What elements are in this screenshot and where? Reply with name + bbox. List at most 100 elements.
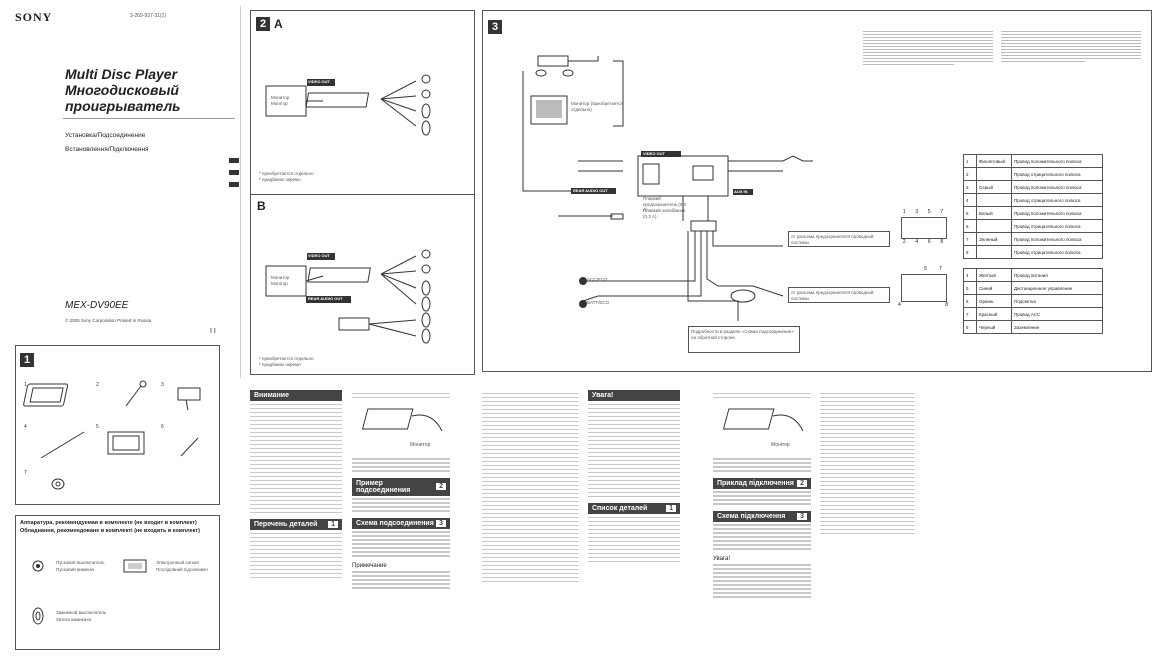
callout-box: Подробности в разделе «Схема подсоединен… — [688, 326, 800, 353]
removal-illustration-ua: Монітор — [722, 408, 804, 448]
wire-table-1-cell: 1 — [963, 154, 977, 168]
lang-marker-2 — [229, 170, 239, 175]
pin-number: 6 — [927, 239, 931, 245]
wire-table-1-cell: Провод положительного полюса — [1011, 232, 1103, 246]
wire-table-1-cell: Провод отрицательного полюса — [1011, 245, 1103, 259]
wire-table-2-cell: Заземление — [1011, 320, 1103, 334]
wire-table-1-cell: Провод отрицательного полюса — [1011, 193, 1103, 207]
diag2a-monitor-ru: Монитор — [271, 95, 290, 100]
pin-number: 4 — [915, 239, 919, 245]
section-2-label-a: A — [274, 17, 283, 31]
model-number: MEX-DV90EE — [65, 300, 129, 311]
section-2-tag: 2 — [256, 17, 270, 31]
note-ua-heading: Увага! — [713, 555, 730, 562]
wire-table-1-cell: Серый — [976, 180, 1012, 194]
diag2a-note-1: * приобретается отдельно — [259, 171, 314, 176]
svg-text:3: 3 — [161, 382, 164, 388]
pin-number: 1 — [902, 209, 906, 215]
acc1-ru: Пусковой выключатель — [56, 560, 105, 565]
acc1-ua: Пусковий вимикач — [56, 567, 95, 572]
accessories-box: Аппаратура, рекомендуемая в комплекте (н… — [15, 515, 220, 650]
wire-table-2-cell: Подсветка — [1011, 294, 1103, 308]
wire-table-1-cell: 3 — [963, 180, 977, 194]
wire-table-1-row: 4 Провод отрицательного полюса — [963, 193, 1103, 207]
pin-number: 7 — [940, 209, 944, 215]
cover-panel: SONY 3-269-937-31(1) Multi Disc Player М… — [15, 8, 239, 343]
svg-text:4: 4 — [24, 424, 27, 430]
diag3-aux-in: AUX IN — [734, 189, 748, 194]
diag2b-note-2: * придбаних окремо — [259, 362, 301, 367]
wire-table-1-cell: 4 — [963, 193, 977, 207]
install-ru: Установка/Подсоединение — [65, 132, 146, 139]
fuse-bubble-2: от разъема предохранителя проводной сист… — [788, 287, 890, 303]
wire-table-1-cell: 8 — [963, 245, 977, 259]
wire-table-2-cell: Желтый — [976, 268, 1012, 282]
notes-ru — [863, 29, 993, 67]
doc-number: 3-269-937-31(1) — [130, 13, 167, 19]
wire-table-1-cell — [976, 167, 1012, 181]
wire-table-1-cell: 5 — [963, 206, 977, 220]
diag2a-video-out: VIDEO OUT — [308, 79, 331, 84]
pin-number: 3 — [915, 209, 919, 215]
diag3-video-out: VIDEO OUT — [643, 151, 666, 156]
section-2-example: 2 A B VIDEO OUT Монитор Монітор * приобр… — [250, 10, 475, 375]
svg-text:5: 5 — [96, 424, 99, 430]
lang-marker-1 — [229, 158, 239, 163]
pin-number: 2 — [902, 239, 906, 245]
wire-table-2-cell: Провод ACC — [1011, 307, 1103, 321]
diagram-2b — [265, 249, 431, 344]
wire-table-2-cell: Синий — [976, 281, 1012, 295]
diag3-acc-label: ACC/ЕСО — [587, 277, 608, 282]
cover-title-ru1: Многодисковый — [65, 82, 179, 98]
section-1-parts: 1 1 2 3 4 5 6 7 — [15, 345, 220, 505]
wire-table-1-row: 8 Провод отрицательного полюса — [963, 245, 1103, 259]
svg-text:7: 7 — [24, 470, 27, 476]
wire-table-1-cell: Провод отрицательного полюса — [1011, 167, 1103, 181]
diag2b-monitor-ru: Монитор — [271, 275, 290, 280]
diagram-2a — [265, 74, 431, 136]
wire-table-1-cell: 6 — [963, 219, 977, 233]
pin-number: 5 — [924, 266, 927, 272]
cover-title-en: Multi Disc Player — [65, 66, 178, 82]
fold-divider — [240, 6, 241, 378]
diag2a-note-2: * придбаних окремо — [259, 177, 301, 182]
accessories-title-1: Аппаратура, рекомендуемая в комплекте (н… — [20, 520, 197, 526]
wire-table-1-cell: Провод положительного полюса — [1011, 206, 1103, 220]
wire-table-2-cell: Черный — [976, 320, 1012, 334]
diag3-fuse-ua: Плавкий запобіжник (0,3 A) — [643, 208, 686, 219]
cover-divider — [63, 118, 235, 119]
wire-table-1-cell: Провод положительного полюса — [1011, 180, 1103, 194]
wire-table-2-cell: 4 — [963, 268, 977, 282]
wire-table-2-cell: Красный — [976, 307, 1012, 321]
accessories-icons — [32, 559, 147, 625]
wire-table-2-cell: 7 — [963, 307, 977, 321]
wire-table-2-cell: Провод питания — [1011, 268, 1103, 282]
page-mark: I I — [210, 328, 216, 335]
install-ua: Встановлення/Підключення — [65, 146, 149, 153]
wire-table-2-cell: 6 — [963, 294, 977, 308]
section-1-tag: 1 — [20, 353, 34, 367]
notes-ua — [1001, 29, 1141, 64]
col-text-ua — [820, 390, 915, 537]
diag3-fuse-ru: Плавкий предохранитель (0,3 A) — [643, 196, 687, 213]
section-3-tag: 3 — [488, 20, 502, 34]
diag2b-video-out: VIDEO OUT — [308, 253, 331, 258]
warning-ua-bar: Увага! — [588, 390, 680, 401]
diag3-rear-audio: REAR AUDIO OUT — [573, 188, 608, 193]
acc3-ru: Зажимной выключатель — [56, 610, 107, 615]
section-2-label-b: B — [257, 199, 266, 213]
